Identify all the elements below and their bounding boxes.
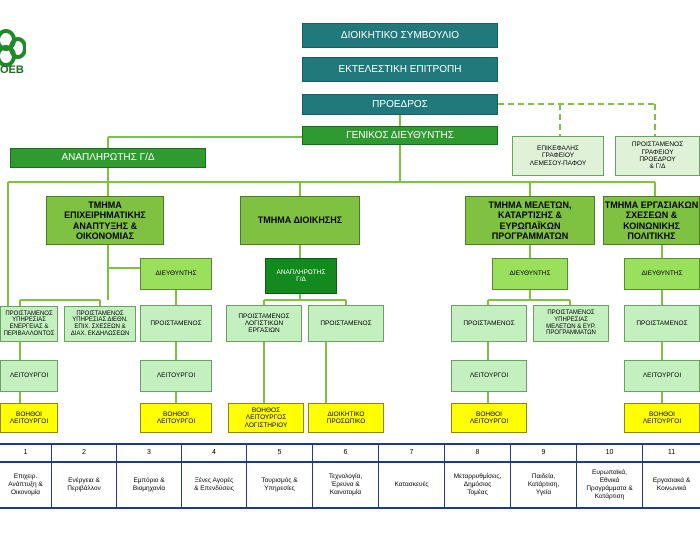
sector-cell: 3 Εμπόριο &Βιομηχανία — [117, 445, 182, 509]
sector-cell: 9 Παιδεία,Κατάρτιση,Υγεία — [511, 445, 577, 509]
president-box: ΠΡΟΕΔΡΟΣ — [302, 94, 498, 115]
business-director-box: ΔΙΕΥΘΥΝΤΗΣ — [140, 258, 212, 290]
labour-officers-box: ΛΕΙΤΟΥΡΓΟΙ — [624, 360, 700, 392]
executive-committee-box: ΕΚΤΕΛΕΣΤΙΚΗ ΕΠΙΤΡΟΠΗ — [302, 57, 498, 82]
logo-text: OEB — [0, 64, 24, 76]
general-director-box: ΓΕΝΙΚΟΣ ΔΙΕΥΘΥΝΤΗΣ — [302, 126, 498, 145]
energy-officers-box: ΛΕΙΤΟΥΡΓΟΙ — [0, 360, 58, 392]
sector-cell: 11 Εργασιακά &Κοινωνικά — [643, 445, 700, 509]
sector-cell: 4 Ξένες Αγορές& Επενδύσεις — [182, 445, 247, 509]
sectors-table: 1 Επιχειρ.Ανάπτυξη &Οικονομία 2 Ενέργεια… — [0, 443, 700, 509]
sector-cell: 5 Τουρισμός &Υπηρεσίες — [247, 445, 313, 509]
business-officers-box: ΛΕΙΤΟΥΡΓΟΙ — [140, 360, 212, 392]
board-box: ΔΙΟΙΚΗΤΙΚΟ ΣΥΜΒΟΥΛΙΟ — [302, 23, 498, 48]
sector-cell: 7 Κατασκευές — [379, 445, 445, 509]
labour-head-box: ΠΡΟΙΣΤΑΜΕΝΟΣ — [624, 305, 700, 342]
sector-cell: 2 Ενέργεια &Περιβάλλον — [52, 445, 117, 509]
labour-director-box: ΔΙΕΥΘΥΝΤΗΣ — [624, 258, 700, 290]
administration-department-box: ΤΜΗΜΑ ΔΙΟΙΚΗΣΗΣ — [240, 196, 360, 245]
sector-cell: 1 Επιχειρ.Ανάπτυξη &Οικονομία — [0, 445, 52, 509]
studies-director-box: ΔΙΕΥΘΥΝΤΗΣ — [492, 258, 568, 290]
business-head-box: ΠΡΟΙΣΤΑΜΕΝΟΣ — [140, 305, 212, 342]
sector-cell: 6 Τεχνολογία,Έρευνα &Καινοτομία — [313, 445, 379, 509]
logo-icon — [0, 29, 26, 67]
admin-head-box: ΠΡΟΙΣΤΑΜΕΝΟΣ — [308, 305, 384, 342]
deputy-gd-box: ΑΝΑΠΛΗΡΩΤΗΣ Γ/Δ — [10, 148, 206, 168]
studies-officers-box: ΛΕΙΤΟΥΡΓΟΙ — [451, 360, 527, 392]
studies-head-box: ΠΡΟΙΣΤΑΜΕΝΟΣ — [451, 305, 527, 342]
